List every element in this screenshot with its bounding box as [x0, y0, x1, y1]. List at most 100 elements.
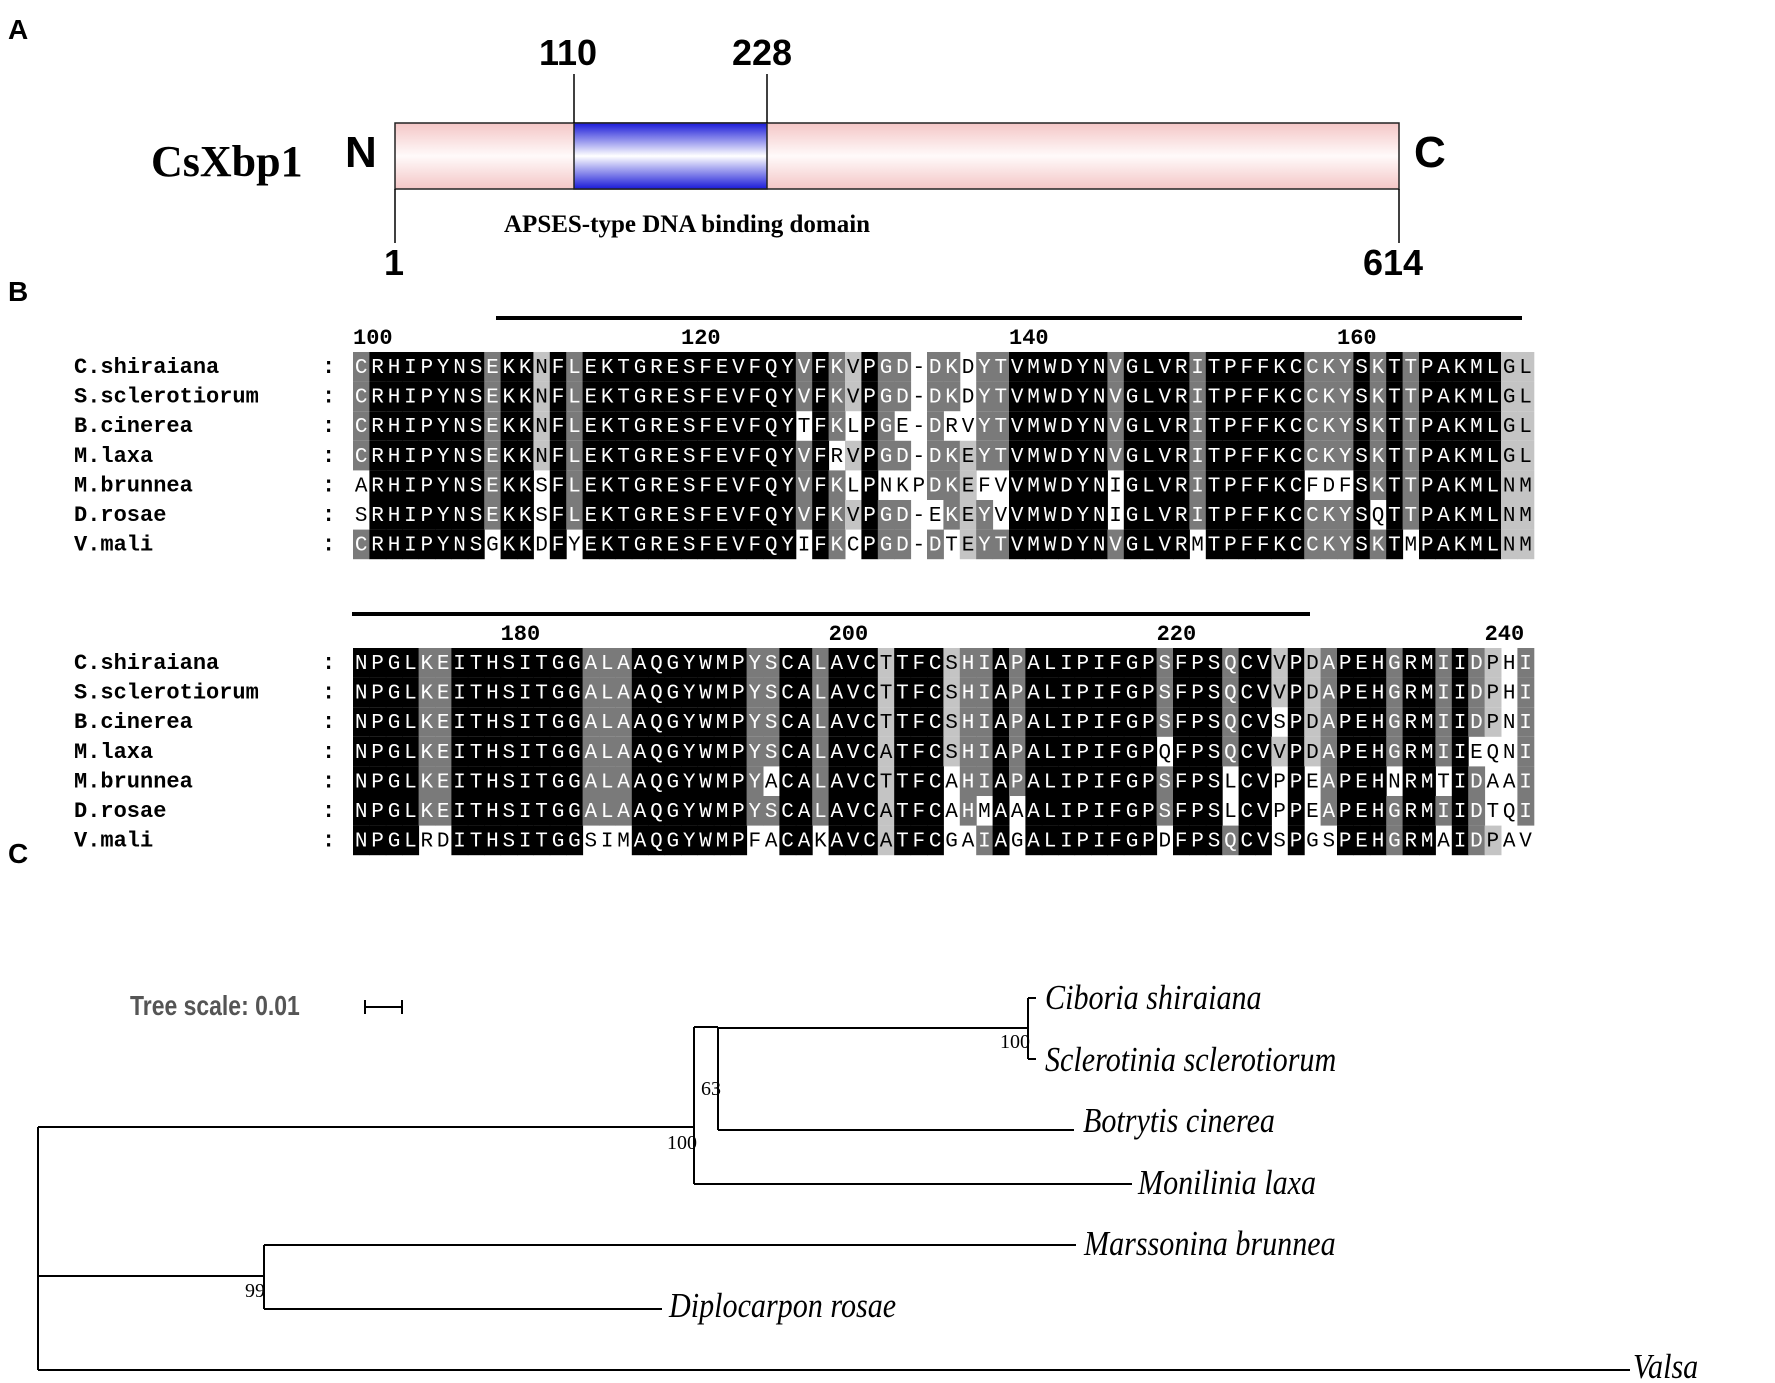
residue-cell	[385, 500, 403, 530]
residue: C	[781, 831, 794, 854]
residue-cell	[697, 411, 715, 441]
residue-cell	[1074, 500, 1092, 530]
residue: D	[929, 387, 942, 410]
residue: H	[1503, 683, 1516, 706]
residue-cell	[992, 352, 1010, 382]
residue-cell	[795, 470, 813, 500]
residue-cell	[1189, 470, 1207, 500]
residue-cell	[435, 470, 452, 500]
residue: F	[1339, 475, 1352, 498]
residue: Q	[1158, 742, 1171, 765]
residue-cell	[517, 500, 534, 530]
residue-cell	[1419, 411, 1436, 441]
residue: M	[978, 801, 991, 824]
residue: T	[896, 742, 909, 765]
residue-cell	[1238, 529, 1256, 560]
residue-cell	[795, 352, 813, 382]
residue: I	[1437, 712, 1450, 735]
residue: T	[1388, 357, 1401, 380]
residue: Y	[978, 505, 991, 528]
residue: K	[519, 535, 532, 558]
residue-cell	[763, 500, 780, 530]
residue: S	[535, 505, 548, 528]
residue: T	[470, 712, 483, 735]
residue-cell	[1451, 440, 1469, 471]
residue-cell	[730, 352, 748, 382]
residue-cell	[861, 381, 879, 412]
residue: P	[1191, 712, 1204, 735]
residue: E	[1355, 801, 1368, 824]
residue: S	[1355, 505, 1368, 528]
residue: H	[962, 683, 975, 706]
residue: L	[847, 475, 860, 498]
residue: P	[1011, 771, 1024, 794]
residue: M	[617, 831, 630, 854]
residue: H	[388, 357, 401, 380]
residue: F	[912, 831, 925, 854]
residue: I	[453, 742, 466, 765]
residue: W	[1044, 446, 1057, 469]
residue: V	[1158, 357, 1171, 380]
residue: I	[1060, 801, 1073, 824]
residue: P	[732, 742, 745, 765]
residue: D	[1306, 712, 1319, 735]
residue: N	[453, 475, 466, 498]
residue-cell	[877, 440, 895, 471]
residue: V	[1109, 387, 1122, 410]
residue: F	[748, 446, 761, 469]
residue-cell	[1484, 381, 1502, 412]
residue-cell	[1501, 381, 1518, 412]
residue: F	[1240, 357, 1253, 380]
residue-cell	[1205, 411, 1223, 441]
residue: L	[404, 653, 417, 676]
residue: F	[748, 357, 761, 380]
residue-cell	[631, 529, 649, 560]
residue: F	[1240, 387, 1253, 410]
residue-cell	[402, 352, 420, 382]
residue: S	[502, 712, 515, 735]
residue: L	[1224, 771, 1237, 794]
residue: S	[945, 683, 958, 706]
residue: H	[962, 653, 975, 676]
residue: I	[453, 831, 466, 854]
residue: F	[814, 535, 827, 558]
residue-cell	[615, 470, 633, 500]
residue: A	[1027, 712, 1040, 735]
residue: P	[1421, 357, 1434, 380]
residue: A	[1486, 771, 1499, 794]
residue-cell	[828, 470, 846, 500]
residue-cell	[713, 500, 731, 530]
residue: C	[355, 416, 368, 439]
residue-cell	[746, 470, 764, 500]
residue: H	[486, 712, 499, 735]
residue-cell	[1337, 411, 1354, 441]
residue: D	[1470, 801, 1483, 824]
residue: K	[945, 505, 958, 528]
residue: N	[1503, 712, 1516, 735]
residue: T	[535, 771, 548, 794]
residue: P	[1076, 801, 1089, 824]
residue: S	[1355, 387, 1368, 410]
residue: W	[699, 771, 712, 794]
residue: V	[1273, 683, 1286, 706]
residue: I	[1060, 653, 1073, 676]
residue-cell	[467, 381, 485, 412]
residue-cell	[927, 470, 944, 500]
residue: T	[896, 801, 909, 824]
residue: P	[1076, 653, 1089, 676]
residue: S	[470, 416, 483, 439]
residue: G	[552, 742, 565, 765]
residue: F	[748, 535, 761, 558]
residue: Q	[650, 742, 663, 765]
residue: N	[355, 831, 368, 854]
residue: A	[1437, 357, 1450, 380]
residue: L	[1044, 742, 1057, 765]
residue: I	[1454, 742, 1467, 765]
residue: V	[732, 357, 745, 380]
residue: K	[601, 475, 614, 498]
residue: V	[1257, 831, 1270, 854]
residue-cell	[1287, 381, 1305, 412]
residue-cell	[877, 529, 895, 560]
residue: P	[420, 475, 433, 498]
residue-cell	[1173, 500, 1190, 530]
